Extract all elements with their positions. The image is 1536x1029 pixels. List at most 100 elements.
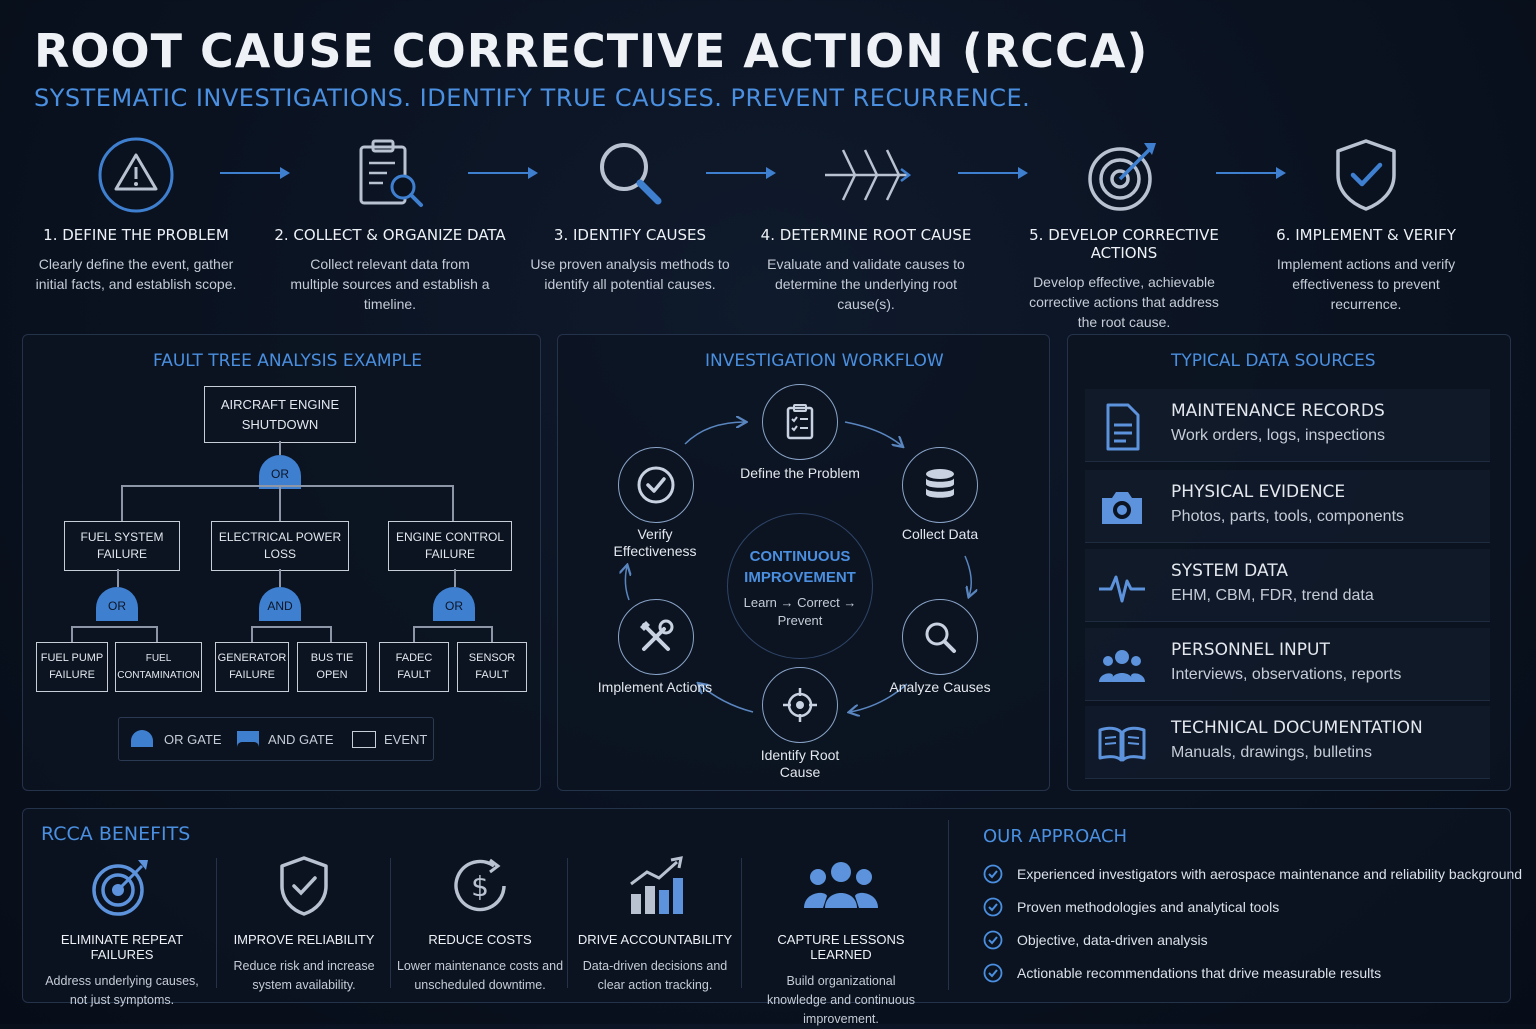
tree-connector bbox=[121, 485, 123, 521]
team-icon bbox=[755, 850, 927, 922]
data-source-personnel: PERSONNEL INPUT Interviews, observations… bbox=[1085, 628, 1490, 701]
approach-text: Proven methodologies and analytical tool… bbox=[1017, 899, 1280, 915]
shield-check-icon bbox=[218, 850, 390, 922]
step-root-cause: 4. DETERMINE ROOT CAUSE Evaluate and val… bbox=[746, 130, 986, 314]
step-title: 6. IMPLEMENT & VERIFY bbox=[1276, 226, 1456, 244]
tools-icon bbox=[640, 619, 674, 651]
tree-connector bbox=[71, 626, 73, 642]
tree-connector bbox=[454, 569, 456, 587]
and-gate-electrical: AND bbox=[259, 587, 301, 621]
data-source-system: SYSTEM DATA EHM, CBM, FDR, trend data bbox=[1085, 549, 1490, 622]
approach-title: OUR APPROACH bbox=[983, 826, 1128, 847]
benefit-desc: Data-driven decisions and clear action t… bbox=[582, 959, 728, 992]
fault-tree-title: FAULT TREE ANALYSIS EXAMPLE bbox=[153, 351, 423, 371]
target-arrow-icon bbox=[1004, 130, 1244, 220]
benefit-title: IMPROVE RELIABILITY bbox=[233, 932, 375, 947]
check-circle-icon bbox=[983, 897, 1003, 917]
database-icon bbox=[926, 469, 954, 498]
step-desc: Clearly define the event, gather initial… bbox=[35, 256, 237, 292]
fault-tree-legend: OR GATE AND GATE EVENT bbox=[118, 717, 434, 761]
or-gate-top: OR bbox=[259, 455, 301, 489]
step-collect-data: 2. COLLECT & ORGANIZE DATA Collect relev… bbox=[270, 130, 510, 314]
workflow-label: Collect Data bbox=[901, 526, 979, 542]
benefits-title: RCCA BENEFITS bbox=[41, 823, 191, 845]
benefit-drive-accountability: DRIVE ACCOUNTABILITY Data-driven decisio… bbox=[569, 850, 741, 995]
check-circle-icon bbox=[637, 466, 675, 504]
approach-text: Experienced investigators with aerospace… bbox=[1017, 866, 1523, 882]
divider bbox=[216, 858, 217, 988]
step-desc: Evaluate and validate causes to determin… bbox=[767, 256, 965, 312]
tree-connector bbox=[279, 569, 281, 587]
data-source-desc: Photos, parts, tools, components bbox=[1171, 508, 1405, 525]
tree-connector bbox=[330, 626, 332, 642]
data-source-title: MAINTENANCE RECORDS bbox=[1171, 401, 1385, 421]
data-sources-title: TYPICAL DATA SOURCES bbox=[1171, 351, 1376, 371]
book-icon bbox=[1097, 720, 1147, 768]
leaf-node: GENERATOR FAILURE bbox=[215, 642, 289, 692]
data-source-desc: Work orders, logs, inspections bbox=[1171, 427, 1386, 444]
approach-text: Actionable recommendations that drive me… bbox=[1017, 965, 1382, 981]
dollar-icon: $ bbox=[394, 850, 566, 922]
check-circle-icon bbox=[983, 864, 1003, 884]
divider bbox=[948, 820, 949, 990]
approach-item: Objective, data-driven analysis bbox=[983, 930, 1208, 950]
tree-connector bbox=[156, 626, 158, 642]
data-source-maintenance: MAINTENANCE RECORDS Work orders, logs, i… bbox=[1085, 389, 1490, 462]
benefit-capture-lessons: CAPTURE LESSONS LEARNED Build organizati… bbox=[755, 850, 927, 1029]
branch-node-engine-control: ENGINE CONTROL FAILURE bbox=[388, 521, 512, 571]
tree-connector bbox=[251, 626, 253, 642]
workflow-label: Analyze Causes bbox=[889, 679, 991, 695]
approach-item: Proven methodologies and analytical tool… bbox=[983, 897, 1279, 917]
tree-connector bbox=[251, 626, 331, 628]
workflow-node-analyze bbox=[902, 599, 978, 675]
workflow-label: Define the Problem bbox=[740, 465, 860, 481]
leaf-node: FUEL CONTAMINATION bbox=[115, 642, 202, 692]
approach-item: Experienced investigators with aerospace… bbox=[983, 864, 1522, 884]
check-circle-icon bbox=[983, 930, 1003, 950]
data-source-physical: PHYSICAL EVIDENCE Photos, parts, tools, … bbox=[1085, 470, 1490, 543]
leaf-node: BUS TIE OPEN bbox=[297, 642, 367, 692]
tree-connector bbox=[413, 626, 492, 628]
document-icon bbox=[1097, 403, 1147, 451]
page-subtitle: SYSTEMATIC INVESTIGATIONS. IDENTIFY TRUE… bbox=[34, 84, 1031, 112]
tree-connector bbox=[279, 441, 281, 455]
workflow-node-implement bbox=[618, 599, 694, 675]
leaf-node: SENSOR FAULT bbox=[457, 642, 527, 692]
step-title: 3. IDENTIFY CAUSES bbox=[553, 226, 707, 244]
benefit-eliminate-failures: ELIMINATE REPEAT FAILURES Address underl… bbox=[36, 850, 208, 1010]
target-icon bbox=[36, 850, 208, 922]
data-source-title: SYSTEM DATA bbox=[1171, 561, 1288, 581]
benefit-desc: Address underlying causes, not just symp… bbox=[45, 974, 199, 1007]
workflow-cycle-arrows bbox=[557, 334, 1048, 789]
benefit-improve-reliability: IMPROVE RELIABILITY Reduce risk and incr… bbox=[218, 850, 390, 995]
or-gate-engine-control: OR bbox=[433, 587, 475, 621]
fishbone-icon bbox=[746, 130, 986, 220]
flow-arrow bbox=[1216, 167, 1286, 179]
data-source-title: PHYSICAL EVIDENCE bbox=[1171, 482, 1346, 502]
step-desc: Implement actions and verify effectivene… bbox=[1276, 256, 1456, 312]
top-event-node: AIRCRAFT ENGINE SHUTDOWN bbox=[204, 386, 356, 443]
people-icon bbox=[1097, 642, 1147, 690]
event-legend-icon bbox=[352, 731, 376, 748]
and-gate-legend-icon bbox=[237, 731, 259, 747]
approach-item: Actionable recommendations that drive me… bbox=[983, 963, 1381, 983]
step-implement-verify: 6. IMPLEMENT & VERIFY Implement actions … bbox=[1246, 130, 1486, 314]
workflow-node-verify bbox=[618, 447, 694, 523]
tree-connector bbox=[452, 485, 454, 521]
data-source-technical: TECHNICAL DOCUMENTATION Manuals, drawing… bbox=[1085, 706, 1490, 779]
workflow-node-collect bbox=[902, 447, 978, 523]
magnifying-glass-icon bbox=[510, 130, 750, 220]
warning-triangle-icon bbox=[16, 130, 256, 220]
camera-icon bbox=[1097, 484, 1147, 532]
benefit-desc: Lower maintenance costs and unscheduled … bbox=[396, 959, 564, 992]
branch-node-fuel: FUEL SYSTEM FAILURE bbox=[64, 521, 180, 571]
benefit-title: DRIVE ACCOUNTABILITY bbox=[577, 932, 733, 947]
step-title: 5. DEVELOP CORRECTIVE ACTIONS bbox=[1029, 226, 1219, 262]
flow-arrow bbox=[468, 167, 538, 179]
or-gate-fuel: OR bbox=[96, 587, 138, 621]
shield-check-icon bbox=[1246, 130, 1486, 220]
or-gate-legend-icon bbox=[131, 730, 153, 747]
legend-and-label: AND GATE bbox=[268, 732, 334, 747]
data-source-title: TECHNICAL DOCUMENTATION bbox=[1171, 718, 1423, 738]
benefit-desc: Reduce risk and increase system availabi… bbox=[233, 959, 375, 992]
